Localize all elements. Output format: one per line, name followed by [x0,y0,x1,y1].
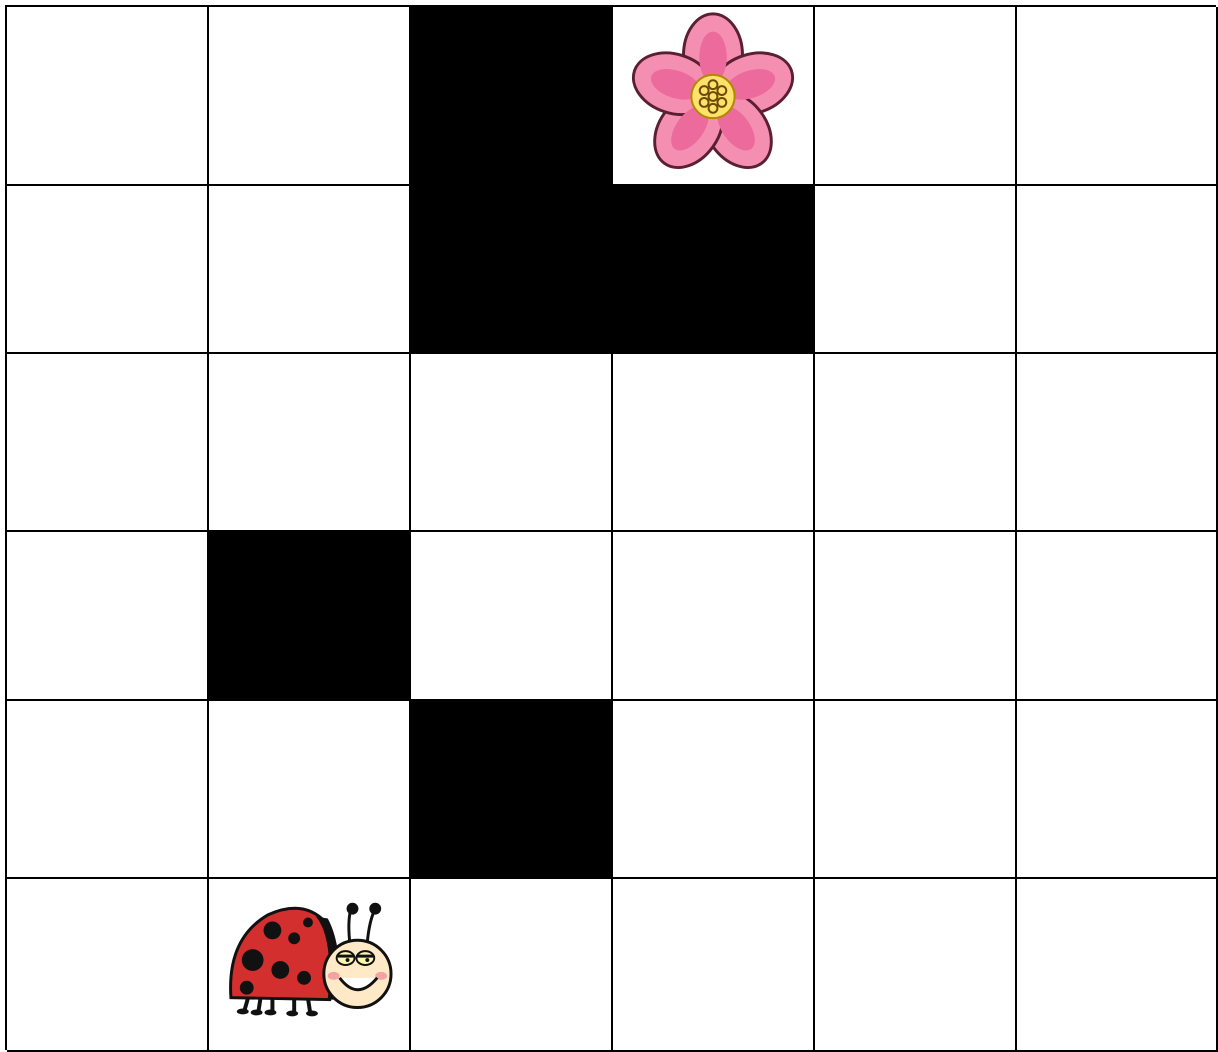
grid-cell[interactable] [1017,532,1218,701]
grid-cell[interactable] [1017,7,1218,186]
grid-cell[interactable] [7,879,209,1052]
grid-cell[interactable] [411,879,613,1052]
wall-cell[interactable] [411,701,613,879]
wall-cell[interactable] [613,186,815,354]
grid-cell[interactable] [411,354,613,532]
grid-cell[interactable] [209,354,411,532]
grid-cell[interactable] [815,701,1017,879]
grid-cell[interactable] [815,186,1017,354]
grid-cell[interactable] [613,701,815,879]
flower-icon [613,7,813,184]
grid-cell[interactable] [209,186,411,354]
grid-cell[interactable] [7,354,209,532]
grid-cell[interactable] [7,7,209,186]
grid-cell[interactable] [613,354,815,532]
grid-cell[interactable] [7,532,209,701]
goal-cell[interactable] [613,7,815,186]
grid-cell[interactable] [411,532,613,701]
grid-cell[interactable] [209,7,411,186]
ladybug-icon [209,879,409,1050]
grid-cell[interactable] [815,879,1017,1052]
wall-cell[interactable] [411,7,613,186]
wall-cell[interactable] [411,186,613,354]
grid-cell[interactable] [7,186,209,354]
grid-cell[interactable] [1017,701,1218,879]
grid-cell[interactable] [613,532,815,701]
maze-board [5,5,1216,1050]
grid-cell[interactable] [815,354,1017,532]
wall-cell[interactable] [209,532,411,701]
grid-cell[interactable] [209,701,411,879]
grid-cell[interactable] [1017,186,1218,354]
grid-cell[interactable] [7,701,209,879]
grid-cell[interactable] [1017,879,1218,1052]
grid-cell[interactable] [815,532,1017,701]
grid-cell[interactable] [613,879,815,1052]
grid-cell[interactable] [1017,354,1218,532]
player-cell[interactable] [209,879,411,1052]
grid-cell[interactable] [815,7,1017,186]
